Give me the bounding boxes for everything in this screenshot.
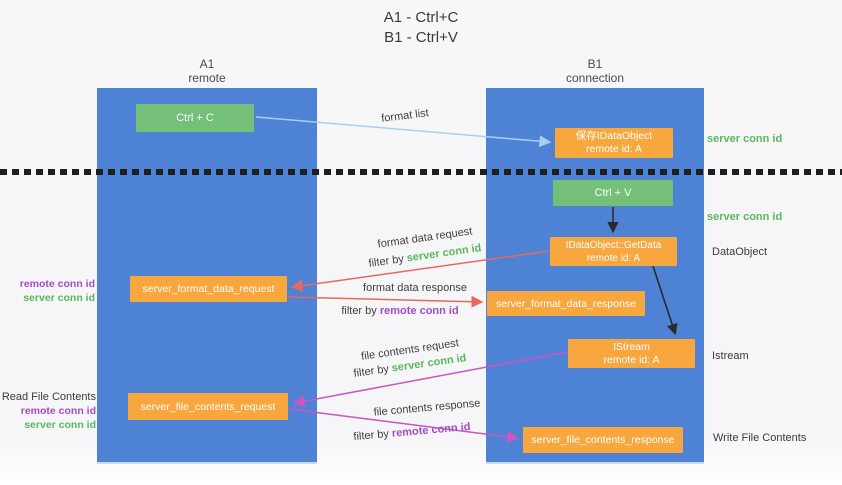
istream-box: IStream remote id: A [568, 339, 695, 368]
getdata-line1: IDataObject::GetData [565, 239, 662, 251]
filter-by-remote-conn-id-4: filter by remote conn id [347, 420, 478, 443]
server-file-contents-request-label: server_file_contents_request [140, 400, 276, 413]
filter-by-text-1: filter by [367, 253, 405, 270]
ctrl-c-label: Ctrl + C [176, 112, 214, 124]
server-conn-id-mid-label: server conn id [707, 211, 783, 223]
server-file-contents-response-box: server_file_contents_response [523, 427, 683, 453]
diagram-title: A1 - Ctrl+C B1 - Ctrl+V [0, 8, 842, 48]
server-conn-id-top-label: server conn id [707, 133, 783, 145]
server-format-data-request-box: server_format_data_request [130, 276, 287, 302]
server-format-data-response-box: server_format_data_response [487, 291, 645, 316]
column-header-a1-role: remote [188, 71, 226, 85]
save-idataobject-line1: 保存IDataObject [575, 130, 653, 142]
filter-server-conn-id-1: server conn id [405, 242, 483, 265]
file-conn-id-group: Read File Contents remote conn id server… [0, 390, 96, 432]
section-divider-dotted-line [0, 169, 842, 175]
server-format-data-request-label: server_format_data_request [142, 283, 275, 295]
istream-side-label: Istream [712, 350, 749, 362]
column-header-b1-role: connection [565, 71, 625, 85]
remote-conn-id-file-label: remote conn id [20, 405, 96, 417]
file-contents-response-label: file contents response [373, 397, 481, 419]
getdata-line2: remote id: A [586, 252, 641, 264]
filter-remote-conn-id-2: remote conn id [379, 305, 459, 317]
column-header-a1: A1 remote [97, 57, 317, 85]
column-header-a1-name: A1 [199, 57, 215, 71]
title-line-1: A1 - Ctrl+C [383, 9, 459, 26]
idataobject-getdata-box: IDataObject::GetData remote id: A [550, 237, 677, 266]
ctrl-v-box: Ctrl + V [553, 180, 673, 206]
filter-remote-conn-id-4: remote conn id [391, 420, 471, 440]
ctrl-v-label: Ctrl + V [594, 187, 632, 199]
title-line-2: B1 - Ctrl+V [384, 29, 458, 46]
format-conn-id-group: remote conn id server conn id [5, 277, 95, 305]
column-header-b1: B1 connection [486, 57, 704, 85]
filter-by-text-2: filter by [341, 305, 377, 317]
save-idataobject-box: 保存IDataObject remote id: A [555, 128, 673, 158]
filter-by-text-4: filter by [353, 428, 390, 444]
istream-line2: remote id: A [603, 353, 660, 366]
filter-by-text-3: filter by [352, 363, 390, 380]
server-file-contents-response-label: server_file_contents_response [531, 434, 675, 446]
server-conn-id-format-label: server conn id [23, 292, 95, 304]
istream-line1: IStream [613, 340, 650, 353]
dataobject-label: DataObject [712, 246, 768, 258]
remote-conn-id-format-label: remote conn id [19, 278, 95, 290]
column-header-b1-name: B1 [587, 57, 603, 71]
format-data-response-label: format data response [363, 282, 467, 294]
server-format-data-response-label: server_format_data_response [495, 297, 637, 310]
filter-by-remote-conn-id-2: filter by remote conn id [335, 305, 465, 317]
read-file-contents-label: Read File Contents [1, 391, 96, 403]
save-idataobject-line2: remote id: A [585, 143, 643, 155]
write-file-contents-label: Write File Contents [713, 432, 807, 444]
server-conn-id-file-label: server conn id [24, 419, 96, 431]
format-list-label: format list [380, 107, 430, 125]
server-file-contents-request-box: server_file_contents_request [128, 393, 288, 420]
ctrl-c-box: Ctrl + C [136, 104, 254, 132]
